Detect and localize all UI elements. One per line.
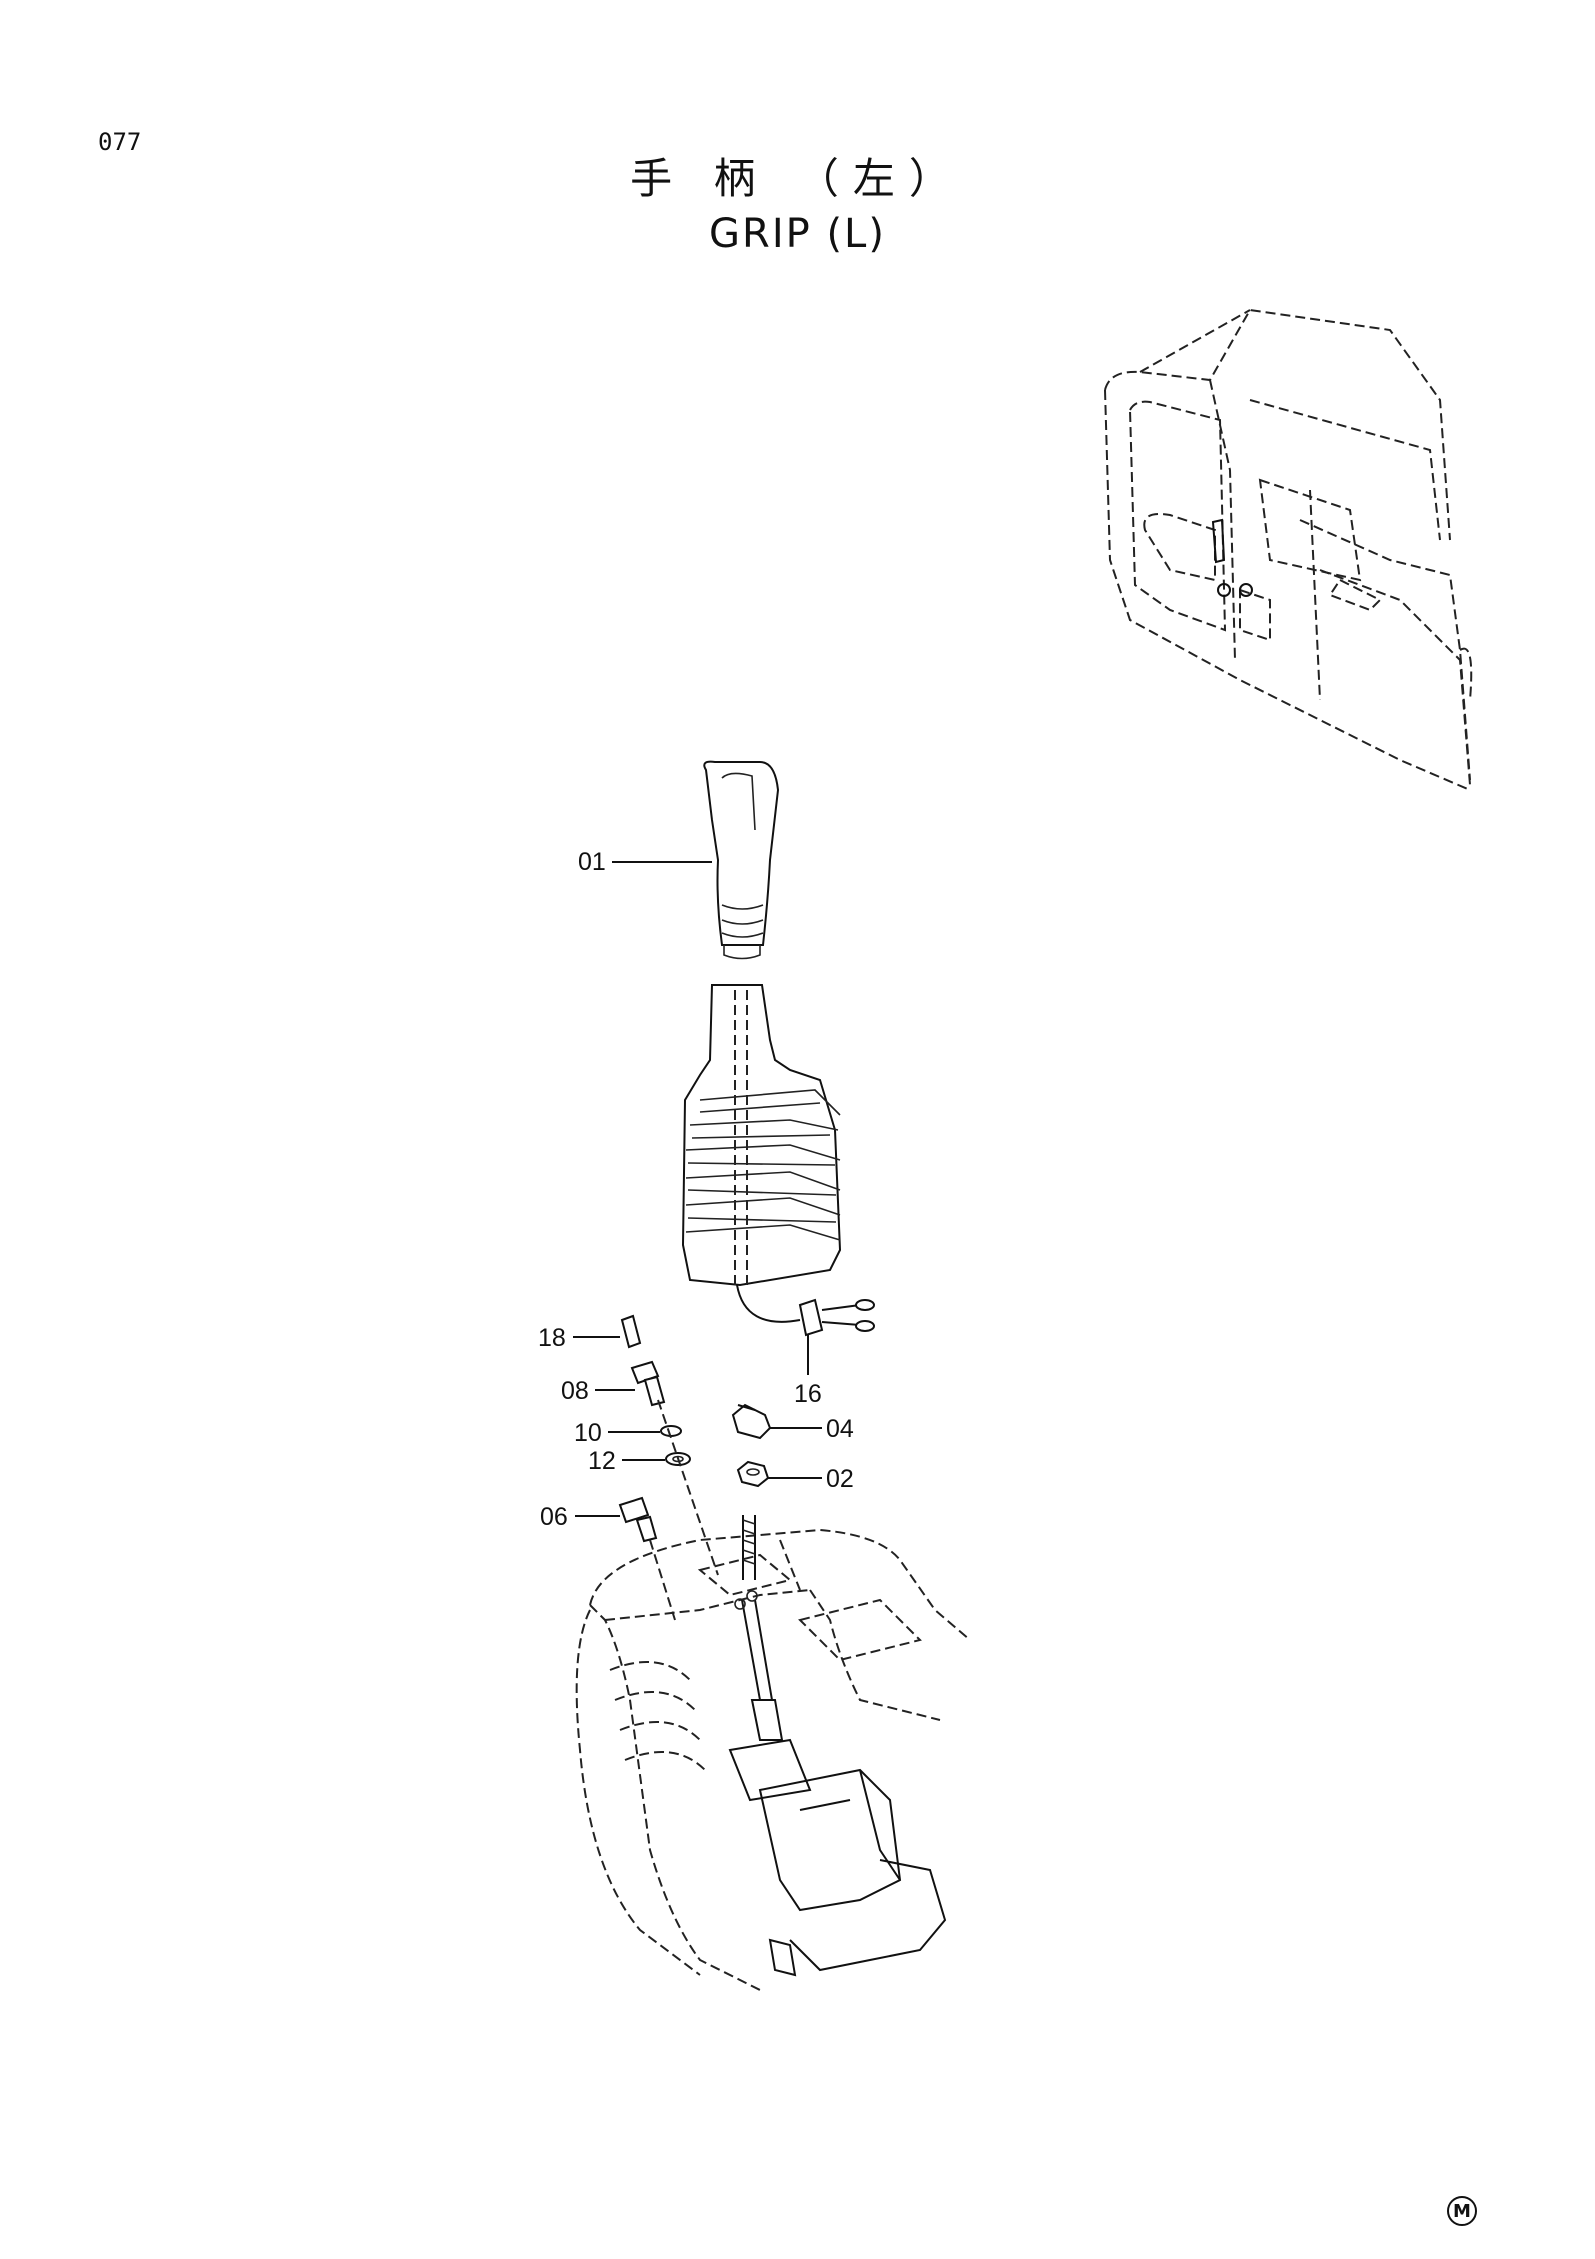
nut-part-04: [731, 1403, 772, 1440]
cab-inset-illustration: [1104, 308, 1473, 791]
callout-06: 06: [540, 1503, 568, 1531]
callout-04: 04: [826, 1415, 854, 1443]
callout-18: 18: [538, 1324, 566, 1352]
assembly-line-08: [657, 1399, 719, 1576]
bolt-part-06: [618, 1496, 658, 1543]
washer-part-10: [660, 1425, 682, 1437]
assembly-line-06: [649, 1539, 676, 1621]
title-chinese: 手 柄 （左）: [630, 154, 965, 203]
callout-01: 01: [578, 848, 606, 876]
callout-02: 02: [826, 1465, 854, 1493]
pin-part-18: [620, 1314, 642, 1349]
lever-boot: [681, 984, 875, 1337]
manufacturer-mark: M: [1447, 2196, 1477, 2226]
callout-10: 10: [574, 1419, 602, 1447]
title-english: GRIP (L): [709, 211, 886, 257]
callout-08: 08: [561, 1377, 589, 1405]
page-number: 077: [98, 128, 142, 156]
grip-part-01: [703, 760, 780, 960]
callout-16: 16: [794, 1380, 822, 1408]
nut-part-02: [736, 1460, 770, 1488]
title-block: 手 柄 （左） GRIP (L): [0, 150, 1595, 260]
callout-12: 12: [588, 1447, 616, 1475]
console-base: [575, 1515, 971, 1991]
bolt-part-08: [630, 1360, 666, 1407]
